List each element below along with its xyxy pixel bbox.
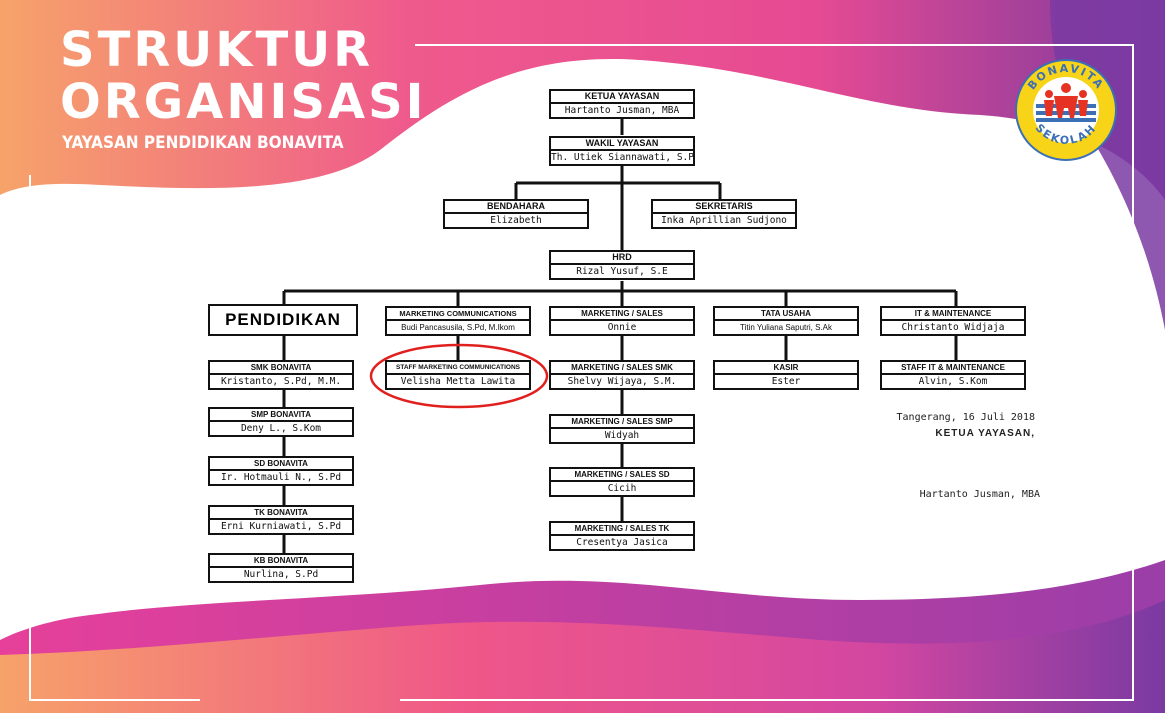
- node-role: MARKETING / SALES TK: [551, 523, 693, 537]
- node-ketua-yayasan: KETUA YAYASAN Hartanto Jusman, MBA: [549, 89, 695, 119]
- node-person: Widyah: [604, 430, 640, 442]
- node-person: Deny L., S.Kom: [240, 423, 322, 435]
- node-role: KASIR: [715, 362, 857, 376]
- node-marketing-sales-sd: MARKETING / SALES SD Cicih: [549, 467, 695, 497]
- signature-place-date: Tangerang, 16 Juli 2018: [896, 412, 1035, 423]
- node-tata-usaha: TATA USAHA Titin Yuliana Saputri, S.Ak: [713, 306, 859, 336]
- node-role: BENDAHARA: [445, 201, 587, 215]
- node-kasir: KASIR Ester: [713, 360, 859, 390]
- node-smp-bonavita: SMP BONAVITA Deny L., S.Kom: [208, 407, 354, 437]
- node-sd-bonavita: SD BONAVITA Ir. Hotmauli N., S.Pd: [208, 456, 354, 486]
- node-person: Shelvy Wijaya, S.M.: [567, 376, 677, 388]
- node-role: KB BONAVITA: [210, 555, 352, 569]
- node-role: STAFF MARKETING COMMUNICATIONS: [387, 362, 529, 376]
- node-role: TATA USAHA: [715, 308, 857, 322]
- node-tk-bonavita: TK BONAVITA Erni Kurniawati, S.Pd: [208, 505, 354, 535]
- node-person: Alvin, S.Kom: [918, 376, 988, 388]
- node-it-maintenance: IT & MAINTENANCE Christanto Widjaja: [880, 306, 1026, 336]
- node-marketing-sales: MARKETING / SALES Onnie: [549, 306, 695, 336]
- node-pendidikan: PENDIDIKAN: [208, 304, 358, 336]
- signature-title: KETUA YAYASAN,: [935, 428, 1035, 439]
- node-marketing-sales-smp: MARKETING / SALES SMP Widyah: [549, 414, 695, 444]
- node-person: Onnie: [607, 322, 637, 334]
- node-person: Elizabeth: [490, 215, 542, 227]
- title-line-1: STRUKTUR: [60, 22, 374, 78]
- node-role: HRD: [551, 252, 693, 266]
- node-marketing-communications: MARKETING COMMUNICATIONS Budi Pancasusil…: [385, 306, 531, 336]
- node-role: SMK BONAVITA: [210, 362, 352, 376]
- node-staff-it-maintenance: STAFF IT & MAINTENANCE Alvin, S.Kom: [880, 360, 1026, 390]
- node-person: Kristanto, S.Pd, M.M.: [220, 376, 342, 388]
- node-person: Ester: [771, 376, 801, 388]
- node-smk-bonavita: SMK BONAVITA Kristanto, S.Pd, M.M.: [208, 360, 354, 390]
- node-hrd: HRD Rizal Yusuf, S.E: [549, 250, 695, 280]
- node-kb-bonavita: KB BONAVITA Nurlina, S.Pd: [208, 553, 354, 583]
- node-role: MARKETING / SALES SD: [551, 469, 693, 483]
- node-person: Velisha Metta Lawita: [400, 376, 516, 388]
- node-person: Titin Yuliana Saputri, S.Ak: [739, 323, 833, 333]
- node-role: TK BONAVITA: [210, 507, 352, 521]
- node-role: MARKETING / SALES SMK: [551, 362, 693, 376]
- node-sekretaris: SEKRETARIS Inka Aprillian Sudjono: [651, 199, 797, 229]
- node-person: Ir. Hotmauli N., S.Pd: [220, 472, 342, 484]
- node-person: Rizal Yusuf, S.E: [576, 266, 668, 278]
- node-bendahara: BENDAHARA Elizabeth: [443, 199, 589, 229]
- node-role: WAKIL YAYASAN: [551, 138, 693, 152]
- node-role: MARKETING COMMUNICATIONS: [387, 308, 529, 322]
- node-marketing-sales-smk: MARKETING / SALES SMK Shelvy Wijaya, S.M…: [549, 360, 695, 390]
- bonavita-logo: BONAVITA SEKOLAH: [1015, 59, 1117, 161]
- node-role: SMP BONAVITA: [210, 409, 352, 423]
- node-person: Christanto Widjaja: [901, 322, 1005, 334]
- node-role: KETUA YAYASAN: [551, 91, 693, 105]
- node-person: Inka Aprillian Sudjono: [661, 215, 787, 227]
- node-person: Hartanto Jusman, MBA: [564, 105, 680, 117]
- node-wakil-yayasan: WAKIL YAYASAN Th. Utiek Siannawati, S.Pd: [549, 136, 695, 166]
- node-role: STAFF IT & MAINTENANCE: [882, 362, 1024, 376]
- node-person: Cicih: [607, 483, 637, 495]
- node-staff-marketing-communications: STAFF MARKETING COMMUNICATIONS Velisha M…: [385, 360, 531, 390]
- node-role: SD BONAVITA: [210, 458, 352, 472]
- highlight-circle: [369, 343, 549, 409]
- signature-name: Hartanto Jusman, MBA: [919, 489, 1040, 500]
- node-person: Nurlina, S.Pd: [243, 569, 319, 581]
- node-person: Budi Pancasusila, S.Pd, M.Ikom: [401, 323, 515, 333]
- node-role: MARKETING / SALES SMP: [551, 416, 693, 430]
- node-role: SEKRETARIS: [653, 201, 795, 215]
- node-person: Cresentya Jasica: [576, 537, 668, 549]
- node-role: IT & MAINTENANCE: [882, 308, 1024, 322]
- node-person: Th. Utiek Siannawati, S.Pd: [551, 152, 693, 164]
- node-marketing-sales-tk: MARKETING / SALES TK Cresentya Jasica: [549, 521, 695, 551]
- node-person: Erni Kurniawati, S.Pd: [220, 521, 342, 533]
- node-role: MARKETING / SALES: [551, 308, 693, 322]
- title-line-2: ORGANISASI: [60, 74, 427, 130]
- subtitle: YAYASAN PENDIDIKAN BONAVITA: [62, 133, 344, 153]
